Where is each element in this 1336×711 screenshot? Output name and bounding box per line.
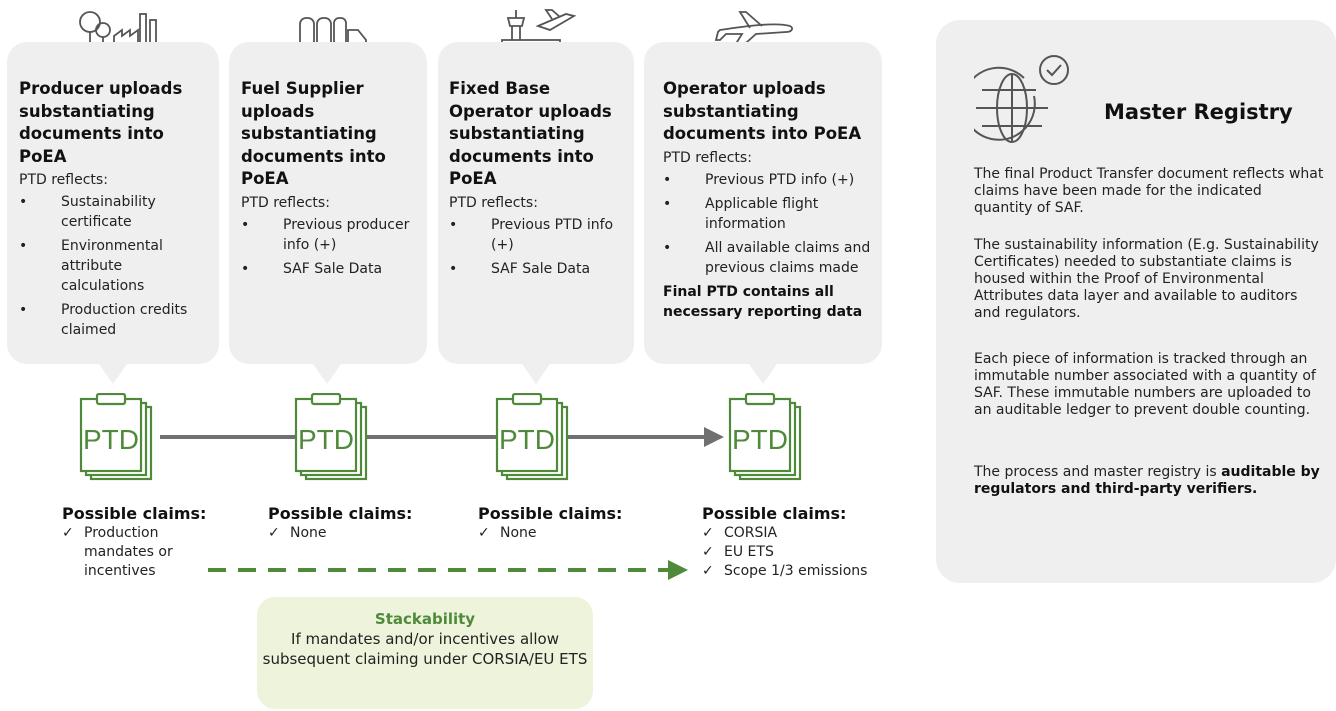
check-icon: ✓ (702, 525, 714, 541)
list-item: Environmental attribute calculations (19, 236, 209, 296)
list-item: All available claims and previous claims… (663, 238, 872, 278)
stackability-box: Stackability If mandates and/or incentiv… (257, 597, 593, 709)
possible-claims-operator: Possible claims: ✓ CORSIA ✓ EU ETS ✓ Sco… (702, 504, 902, 581)
check-icon: ✓ (702, 544, 714, 560)
list-item: Previous PTD info (+) (449, 215, 626, 255)
stage-title: Fixed Base Operator uploads substantiati… (449, 79, 612, 188)
ptd-reflects-label: PTD reflects: (241, 194, 330, 211)
stackability-title: Stackability (374, 610, 476, 628)
master-paragraph: The process and master registry is audit… (974, 464, 1320, 497)
globe-check-icon (974, 55, 1069, 143)
svg-text:PTD: PTD (732, 424, 788, 455)
possible-claims-fuel-supplier: Possible claims: ✓ None (268, 504, 428, 543)
ptd-reflects-label: PTD reflects: (449, 194, 538, 211)
master-paragraph: The sustainability information (E.g. Sus… (974, 237, 1319, 321)
ptd-document-icon: PTD (495, 393, 569, 481)
stackability-body: If mandates and/or incentives allow subs… (262, 630, 588, 668)
claims-heading: Possible claims: (702, 504, 847, 523)
claim-item: ✓ Production mandates or incentives (62, 525, 173, 579)
final-ptd-note: Final PTD contains all necessary reporti… (663, 283, 863, 320)
check-icon: ✓ (62, 525, 74, 541)
claims-heading: Possible claims: (62, 504, 207, 523)
stage-title: Fuel Supplier uploads substantiating doc… (241, 79, 386, 188)
claim-item: ✓ Scope 1/3 emissions (702, 563, 868, 579)
list-item: SAF Sale Data (241, 259, 419, 279)
list-item: Previous PTD info (+) (663, 170, 872, 190)
stage-title: Operator uploads substantiating document… (663, 79, 862, 143)
stage-card-producer: Producer uploads substantiating document… (7, 42, 219, 384)
list-item: Production credits claimed (19, 300, 209, 340)
master-paragraph: The final Product Transfer document refl… (974, 166, 1324, 216)
list-item: Applicable flight information (663, 194, 872, 234)
claim-item: ✓ None (268, 525, 327, 541)
stage-title: Producer uploads substantiating document… (19, 79, 183, 166)
ptd-reflects-label: PTD reflects: (663, 149, 752, 166)
ptd-flow-line (160, 427, 724, 580)
claims-heading: Possible claims: (478, 504, 623, 523)
stackability-arrowhead-icon (668, 560, 688, 580)
claims-heading: Possible claims: (268, 504, 413, 523)
svg-text:PTD: PTD (499, 424, 555, 455)
stage-card-fuel-supplier: Fuel Supplier uploads substantiating doc… (229, 42, 427, 384)
master-paragraph: Each piece of information is tracked thr… (974, 351, 1316, 418)
check-icon: ✓ (268, 525, 280, 541)
ptd-document-icon: PTD (294, 393, 368, 481)
possible-claims-fbo: Possible claims: ✓ None (478, 504, 638, 543)
ptd-document-icon: PTD (728, 393, 802, 481)
ptd-reflects-label: PTD reflects: (19, 172, 108, 188)
claim-item: ✓ CORSIA (702, 525, 778, 541)
svg-text:PTD: PTD (83, 424, 139, 455)
stage-card-operator: Operator uploads substantiating document… (644, 42, 882, 384)
list-item: Previous producer info (+) (241, 215, 419, 255)
possible-claims-producer: Possible claims: ✓ Production mandates o… (62, 504, 222, 581)
claim-item: ✓ None (478, 525, 537, 541)
stage-card-fixed-base-operator: Fixed Base Operator uploads substantiati… (438, 42, 634, 384)
master-registry-panel: Master Registry The final Product Transf… (936, 20, 1336, 583)
svg-text:PTD: PTD (298, 424, 354, 455)
check-icon: ✓ (702, 563, 714, 579)
check-icon: ✓ (478, 525, 490, 541)
flow-arrowhead-icon (704, 427, 724, 447)
ptd-document-icon: PTD (79, 393, 153, 481)
list-item: SAF Sale Data (449, 259, 626, 279)
master-registry-title: Master Registry (1104, 100, 1293, 124)
list-item: Sustainability certificate (19, 192, 209, 232)
claim-item: ✓ EU ETS (702, 544, 774, 560)
